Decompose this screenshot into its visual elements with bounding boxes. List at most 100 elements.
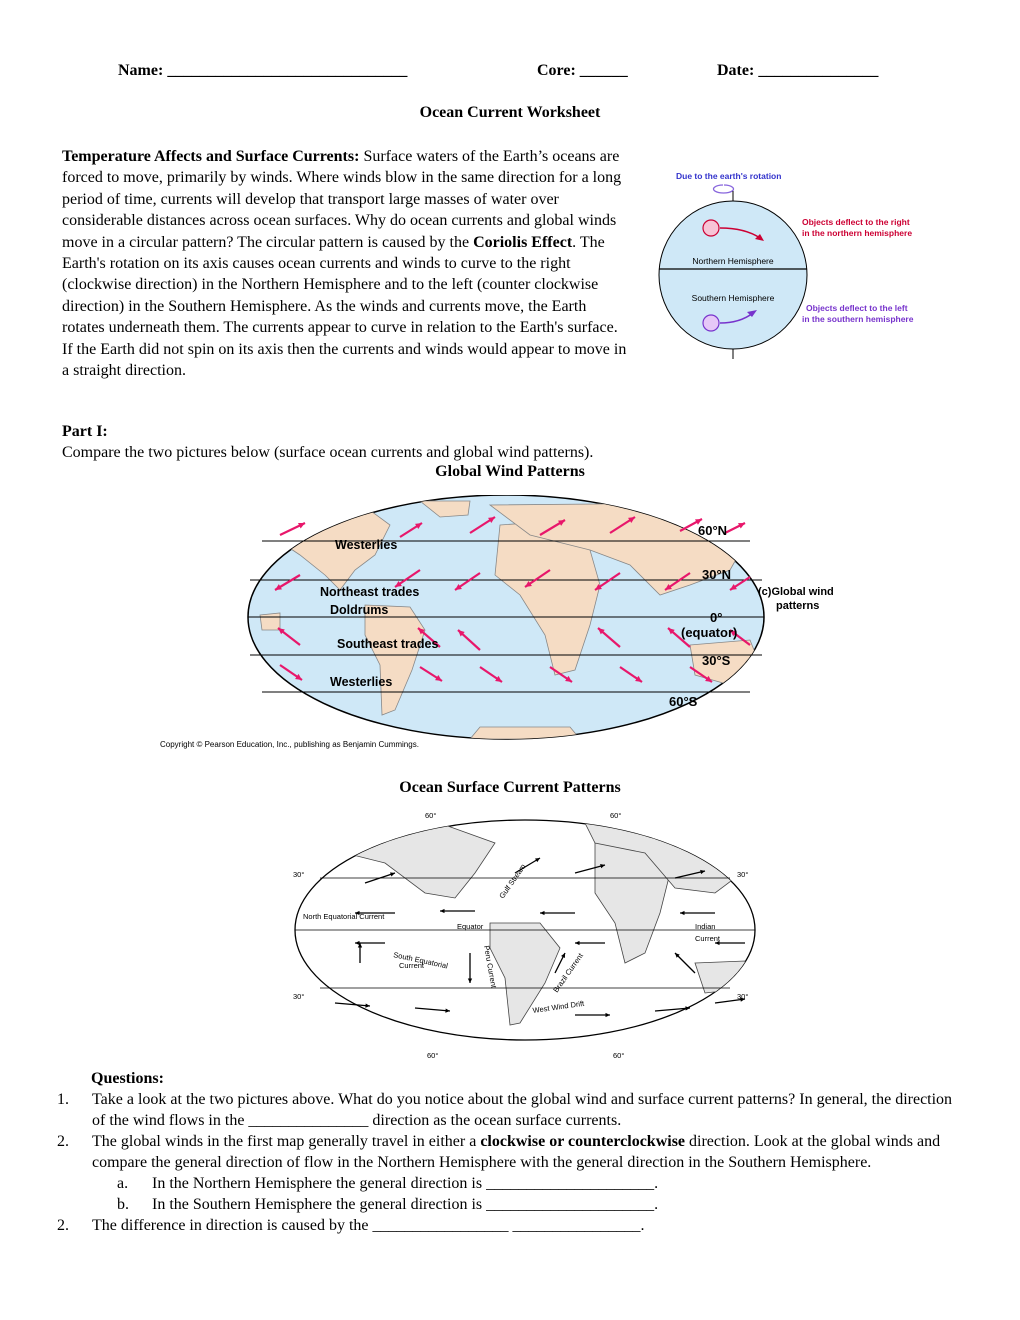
wind-arrow-trade-n-1-head <box>395 580 402 587</box>
question-2b: b. In the Southern Hemisphere the genera… <box>33 1194 962 1215</box>
name-field[interactable]: Name: ______________________________ <box>118 62 407 80</box>
wind-arrow-trade-n-6-head <box>730 584 737 590</box>
north-arrowhead-icon <box>755 234 764 241</box>
cur-indian-1: Indian <box>695 922 715 931</box>
question-2a-text[interactable]: In the Northern Hemisphere the general d… <box>152 1175 659 1192</box>
current-arrow-wwd-2-head <box>605 1012 610 1018</box>
part-1-instruction: Compare the two pictures below (surface … <box>62 444 594 461</box>
cur-indian-2: Current <box>695 934 721 943</box>
wind-arrow-westerly-n-3-head <box>558 520 565 526</box>
current-arrow-wwd-1-head <box>445 1008 450 1013</box>
wind-label-westerlies-south: Westerlies <box>330 675 392 689</box>
lat-label-60n: 60°N <box>698 523 727 538</box>
wind-arrow-trade-s-1-head <box>418 628 425 635</box>
cur-right-30s: 30° <box>737 992 748 1001</box>
question-2b-letter: b. <box>117 1196 129 1213</box>
date-label: Date: <box>717 62 755 79</box>
date-blank[interactable]: _______________ <box>758 62 879 79</box>
question-2-text-a: The global winds in the first map genera… <box>92 1133 481 1150</box>
current-lat-lines <box>295 877 755 989</box>
question-3-text[interactable]: The difference in direction is caused by… <box>92 1217 645 1234</box>
wind-arrow-westerly-n-0-head <box>298 522 305 529</box>
core-label: Core: <box>537 62 576 79</box>
current-arrow-gyre-2 <box>674 870 706 879</box>
deflect-left-2: in the southern hemisphere <box>802 314 914 324</box>
current-arrow-wwd-4-head <box>740 997 745 1002</box>
antarctica-shape <box>469 726 581 739</box>
name-label: Name: <box>118 62 164 79</box>
wind-arrow-westerly-s-3-head <box>565 675 572 682</box>
latitude-lines <box>248 540 764 693</box>
wind-labels: Westerlies Northeast trades Doldrums Sou… <box>320 538 438 689</box>
wind-arrow-westerly-s-5-head <box>705 675 712 682</box>
current-arrow-eq-0-head <box>355 910 360 916</box>
name-blank[interactable]: ______________________________ <box>167 62 408 79</box>
wind-arrow-trade-s-3-head <box>598 628 605 635</box>
deflect-left-1: Objects deflect to the left <box>806 303 908 313</box>
wind-copyright: Copyright © Pearson Education, Inc., pub… <box>160 740 419 749</box>
latitude-labels: 60°N 30°N 0° (equator) 30°S 60°S <box>669 523 737 709</box>
question-2-bold: clockwise or counterclockwise <box>480 1133 686 1150</box>
cur-south-america-shape <box>489 922 561 1026</box>
current-arrow-gyre-0-head <box>390 872 395 877</box>
part-1-heading: Part I: <box>62 423 108 440</box>
north-hemisphere-label: Northern Hemisphere <box>692 256 774 266</box>
question-3: 2. The difference in direction is caused… <box>33 1215 962 1236</box>
cur-left-30: 30° <box>293 870 304 879</box>
question-2: 2. The global winds in the first map gen… <box>33 1131 962 1173</box>
current-map-title: Ocean Surface Current Patterns <box>399 779 621 796</box>
page-title: Ocean Current Worksheet <box>419 104 601 121</box>
date-field[interactable]: Date: _______________ <box>717 62 878 80</box>
greenland-shape <box>418 500 471 518</box>
wind-label-westerlies-north: Westerlies <box>335 538 397 552</box>
deflect-right-1: Objects deflect to the right <box>802 217 910 227</box>
wind-map: Westerlies Northeast trades Doldrums Sou… <box>160 495 834 749</box>
cur-left-30s: 30° <box>293 992 304 1001</box>
wind-arrow-westerly-n-4-head <box>628 517 635 523</box>
wind-arrow-trade-n-2-head <box>455 583 462 590</box>
wind-arrow-westerly-n-5-head <box>695 519 702 525</box>
question-2a: a. In the Northern Hemisphere the genera… <box>33 1173 962 1194</box>
wind-arrow-trade-s-4-head <box>668 628 675 635</box>
cur-south-eq-2: Current <box>399 961 425 970</box>
wind-arrow-trade-s-2-head <box>458 630 465 637</box>
question-1: 1. Take a look at the two pictures above… <box>33 1089 962 1131</box>
cur-bottom-lat-1: 60° <box>427 1051 438 1060</box>
current-arrow-gyre-2-head <box>700 869 705 875</box>
lat-label-0: 0° <box>710 610 722 625</box>
wind-arrow-trade-n-4-head <box>595 583 602 590</box>
core-blank[interactable]: ______ <box>579 62 628 79</box>
cur-top-lat-2: 60° <box>610 811 621 820</box>
wind-arrow-westerly-s-2-head <box>495 675 502 682</box>
intro-text-2: . The Earth's rotation on its axis cause… <box>62 233 627 380</box>
question-2-number: 2. <box>57 1133 69 1150</box>
current-arrow-eq-6-head <box>715 940 720 946</box>
current-arrow-wwd-3 <box>654 1007 691 1012</box>
current-arrow-gyre-7-head <box>675 953 680 958</box>
lat-label-30s: 30°S <box>702 653 731 668</box>
north-object-icon <box>702 219 720 237</box>
current-arrow-gyre-5-head <box>561 953 565 958</box>
questions-section: Questions: 1. Take a look at the two pic… <box>57 1068 962 1236</box>
part-1: Part I: Compare the two pictures below (… <box>62 421 593 463</box>
current-arrow-gyre-1-head <box>600 864 605 869</box>
current-arrow-gyre-3 <box>514 857 541 874</box>
wind-map-title: Global Wind Patterns <box>435 463 585 480</box>
earth-globe <box>658 200 808 350</box>
current-arrows <box>334 857 746 1018</box>
lat-label-60s: 60°S <box>669 694 698 709</box>
australia-west-shape <box>259 612 281 631</box>
wind-arrow-westerly-s-1-head <box>435 675 442 681</box>
wind-arrow-trade-n-0-head <box>275 584 282 590</box>
question-2-text-b: direction. Look at the global winds and … <box>92 1133 941 1171</box>
current-arrow-gyre-7 <box>674 952 696 974</box>
south-arrowhead-icon <box>747 310 757 317</box>
current-arrow-eq-3-head <box>680 910 685 916</box>
wind-arrow-westerly-n-1-head <box>415 523 422 529</box>
question-1-text[interactable]: Take a look at the two pictures above. W… <box>92 1091 953 1129</box>
lat-label-30n: 30°N <box>702 567 731 582</box>
core-field[interactable]: Core: ______ <box>537 62 628 80</box>
question-3-number: 2. <box>57 1217 69 1234</box>
question-1-number: 1. <box>57 1091 69 1108</box>
question-2b-text[interactable]: In the Southern Hemisphere the general d… <box>152 1196 659 1213</box>
